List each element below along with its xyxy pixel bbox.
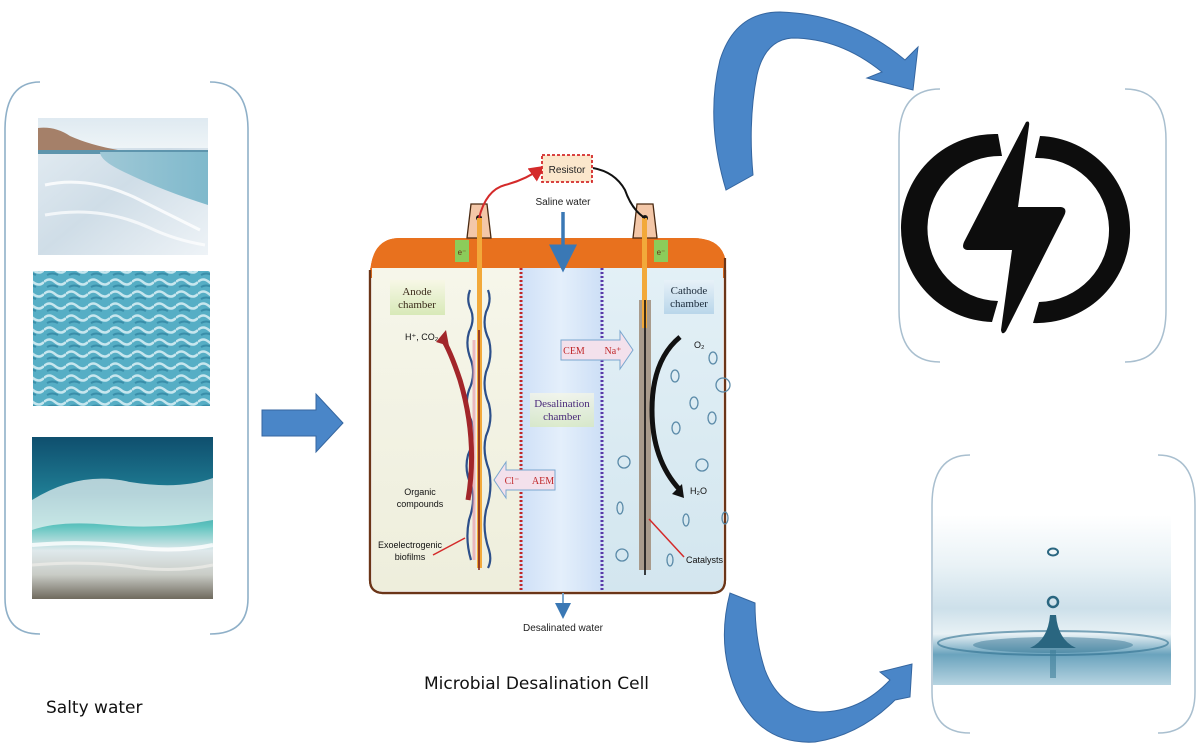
mdc-cell: Resistor Saline water Desalinated water …: [368, 154, 731, 634]
anode-products-label: H⁺, CO₂: [405, 332, 439, 342]
biofilm-pointer: [432, 537, 466, 556]
saline-water-label: Saline water: [535, 197, 591, 208]
cathode-electrode: [642, 218, 647, 328]
aem-label: AEM: [532, 476, 554, 487]
cathode-electron-box: [654, 240, 668, 262]
catalyst-pointer: [648, 518, 685, 558]
chloride-label: Cl⁻: [505, 476, 520, 487]
aem-arrow: [493, 460, 556, 500]
cathode-electron-label: e⁻: [657, 248, 666, 257]
anode-label-box: [390, 280, 445, 315]
biofilm-label-2: biofilms: [395, 552, 426, 562]
mdc-caption: Microbial Desalination Cell: [424, 674, 650, 694]
anode-title-1: Anode: [402, 286, 431, 298]
cathode-title-2: chamber: [670, 298, 708, 310]
anode-chamber: [372, 265, 520, 591]
anode-electron-label: e⁻: [458, 248, 467, 257]
wire-to-resistor: [478, 165, 546, 219]
cathode-reaction-arrow: [649, 335, 682, 492]
desalination-chamber: [520, 265, 602, 591]
input-flow-arrow: [261, 392, 344, 454]
organic-label-1: Organic: [404, 487, 436, 497]
oxygen-bubbles: [615, 351, 731, 567]
water-panel-bracket: [931, 454, 1196, 734]
water-output-arrow: [723, 592, 913, 743]
oxygen-label: O₂: [694, 340, 705, 350]
cathode-chamber: [602, 265, 723, 591]
cathode-title-1: Cathode: [671, 285, 708, 297]
breaking-wave-photo: [31, 437, 214, 599]
resistor: [541, 154, 593, 183]
anode-electron-box: [455, 240, 469, 262]
organic-label-2: compounds: [397, 499, 444, 509]
cem-arrow: [560, 329, 634, 371]
water-drop-photo: [933, 515, 1171, 685]
resistor-label: Resistor: [549, 165, 586, 176]
desal-title-1: Desalination: [534, 398, 590, 410]
salt-beach-photo: [38, 118, 208, 255]
desal-title-2: chamber: [543, 411, 581, 423]
water-product-label: H₂O: [690, 486, 707, 496]
sea-surface-photo: [33, 271, 210, 406]
electricity-panel-bracket: [898, 88, 1167, 363]
electricity-output-arrow: [713, 11, 919, 191]
sodium-label: Na⁺: [605, 346, 622, 357]
desalinated-water-label: Desalinated water: [523, 623, 604, 634]
biofilm-label-1: Exoelectrogenic: [378, 540, 443, 550]
desal-label-box: [530, 393, 594, 427]
cathode-label-box: [664, 280, 714, 314]
salty-water-caption: Salty water: [46, 698, 143, 718]
wire-from-resistor: [592, 167, 646, 219]
cem-label: CEM: [563, 346, 585, 357]
catalysts-label: Catalysts: [686, 555, 724, 565]
anode-reaction-arrow: [439, 336, 475, 501]
left-panel-bracket: [4, 81, 249, 635]
anode-title-2: chamber: [398, 299, 436, 311]
lightning-power-icon: [900, 121, 1131, 334]
